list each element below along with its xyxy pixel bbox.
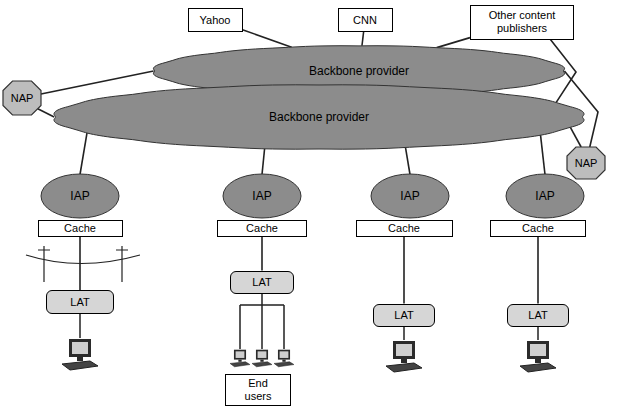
link-line <box>403 237 405 304</box>
cache-box: Cache <box>490 220 586 237</box>
lat-box: LAT <box>46 290 114 314</box>
node-label: Cache <box>64 222 96 235</box>
nap-octagon: NAP <box>566 146 606 180</box>
link-line <box>38 109 54 117</box>
computer-wire <box>80 293 538 349</box>
node-label: Other content publishers <box>475 9 569 35</box>
iap-ellipse: IAP <box>222 173 302 219</box>
link-line <box>405 147 410 174</box>
lat-box: LAT <box>230 271 294 294</box>
link-line <box>362 32 364 46</box>
cache-box: Cache <box>356 220 453 237</box>
node-label: LAT <box>528 309 547 322</box>
publisher-box: Yahoo <box>188 8 243 32</box>
telephone-line <box>26 246 140 282</box>
node-label: LAT <box>252 276 271 289</box>
node-label: IAP <box>535 189 554 203</box>
link-line <box>41 71 154 94</box>
node-label: Cache <box>522 222 554 235</box>
publisher-box: CNN <box>338 8 393 32</box>
node-label: Cache <box>246 222 278 235</box>
end-users-box: End users <box>225 374 291 406</box>
backbone-cloud: Backbone provider <box>50 83 588 151</box>
computer-icon <box>62 339 556 372</box>
lat-box: LAT <box>507 304 569 327</box>
lat-box: LAT <box>373 304 435 327</box>
node-label: CNN <box>353 14 377 27</box>
link-line <box>262 148 265 174</box>
node-label: NAP <box>11 92 34 105</box>
link-line <box>79 237 81 291</box>
iap-ellipse: IAP <box>505 173 585 219</box>
cache-box: Cache <box>38 220 123 237</box>
link-line <box>80 133 87 175</box>
iap-ellipse: IAP <box>40 173 120 219</box>
node-label: LAT <box>70 296 89 309</box>
iap-ellipse: IAP <box>370 173 450 219</box>
link-line <box>570 127 581 147</box>
node-label: Backbone provider <box>309 64 409 78</box>
node-label: Cache <box>388 222 420 235</box>
link-line <box>537 237 539 304</box>
publisher-box: Other content publishers <box>470 5 574 40</box>
link-line <box>437 38 470 48</box>
node-label: Yahoo <box>200 14 231 27</box>
node-label: NAP <box>575 157 598 170</box>
cache-box: Cache <box>217 220 307 237</box>
nap-octagon: NAP <box>2 80 42 116</box>
node-label: IAP <box>70 189 89 203</box>
node-label: IAP <box>252 189 271 203</box>
node-label: End users <box>240 377 276 403</box>
link-line <box>243 30 292 47</box>
link-line <box>540 135 545 175</box>
link-line <box>261 237 263 271</box>
node-label: IAP <box>400 189 419 203</box>
node-label: Backbone provider <box>269 110 369 124</box>
node-label: LAT <box>394 309 413 322</box>
